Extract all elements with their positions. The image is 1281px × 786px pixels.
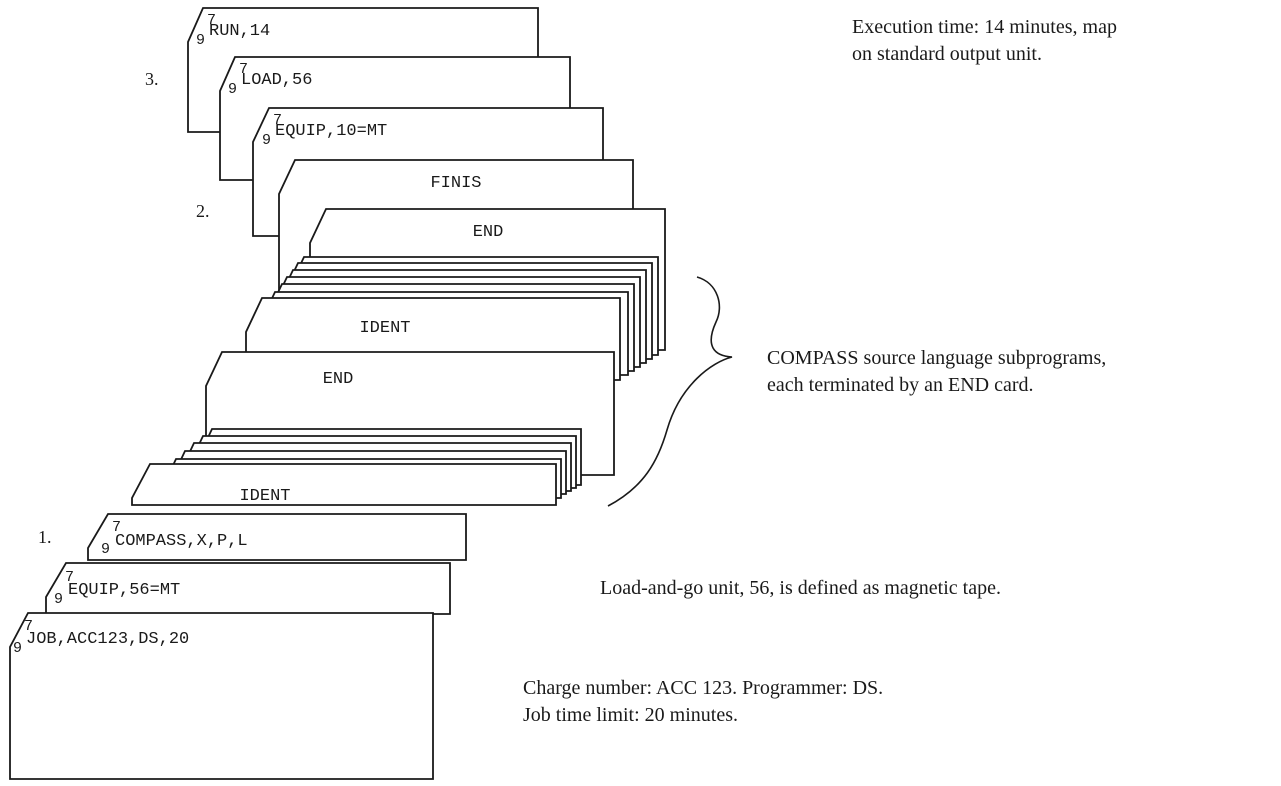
card-run-text: RUN,14 xyxy=(209,22,270,41)
card-ident-bottom-text: IDENT xyxy=(239,487,290,506)
card-job-text: JOB,ACC123,DS,20 xyxy=(26,630,189,649)
note-execution-line2: on standard output unit. xyxy=(852,43,1042,65)
note-compass-line2: each terminated by an END card. xyxy=(767,374,1034,396)
card-compass-row7: 7 xyxy=(112,519,121,536)
card-load-row9: 9 xyxy=(228,81,237,98)
step-label-3: 3. xyxy=(145,69,159,89)
card-load-row7: 7 xyxy=(239,61,248,78)
card-equip-56: 7 9 EQUIP,56=MT xyxy=(45,562,451,615)
card-equip10-row9: 9 xyxy=(262,132,271,149)
card-job-row7: 7 xyxy=(24,618,33,635)
card-end-top-text: END xyxy=(473,223,504,242)
curly-brace xyxy=(607,276,733,507)
note-compass-line1: COMPASS source language subprograms, xyxy=(767,347,1106,369)
card-compass: 7 9 COMPASS,X,P,L xyxy=(87,513,467,561)
card-equip56-row9: 9 xyxy=(54,591,63,608)
card-ident-bottom: IDENT xyxy=(131,463,557,506)
card-job-row9: 9 xyxy=(13,640,22,657)
card-run-row9: 9 xyxy=(196,32,205,49)
card-equip10-text: EQUIP,10=MT xyxy=(275,122,387,141)
note-load-and-go: Load-and-go unit, 56, is defined as magn… xyxy=(600,577,1001,599)
step-label-1: 1. xyxy=(38,527,52,547)
card-load-text: LOAD,56 xyxy=(241,71,312,90)
note-charge-line1: Charge number: ACC 123. Programmer: DS. xyxy=(523,677,883,699)
card-equip56-text: EQUIP,56=MT xyxy=(68,581,180,600)
card-ident-top-text: IDENT xyxy=(359,319,410,338)
card-compass-row9: 9 xyxy=(101,541,110,558)
step-label-2: 2. xyxy=(196,201,210,221)
card-compass-text: COMPASS,X,P,L xyxy=(115,532,248,551)
card-finis-text: FINIS xyxy=(430,174,481,193)
card-equip56-row7: 7 xyxy=(65,569,74,586)
card-end-mid-text: END xyxy=(323,370,354,389)
card-run-row7: 7 xyxy=(207,12,216,29)
card-equip10-row7: 7 xyxy=(273,112,282,129)
note-execution-line1: Execution time: 14 minutes, map xyxy=(852,16,1117,38)
card-job: 7 9 JOB,ACC123,DS,20 xyxy=(9,612,434,780)
note-charge-line2: Job time limit: 20 minutes. xyxy=(523,704,738,726)
